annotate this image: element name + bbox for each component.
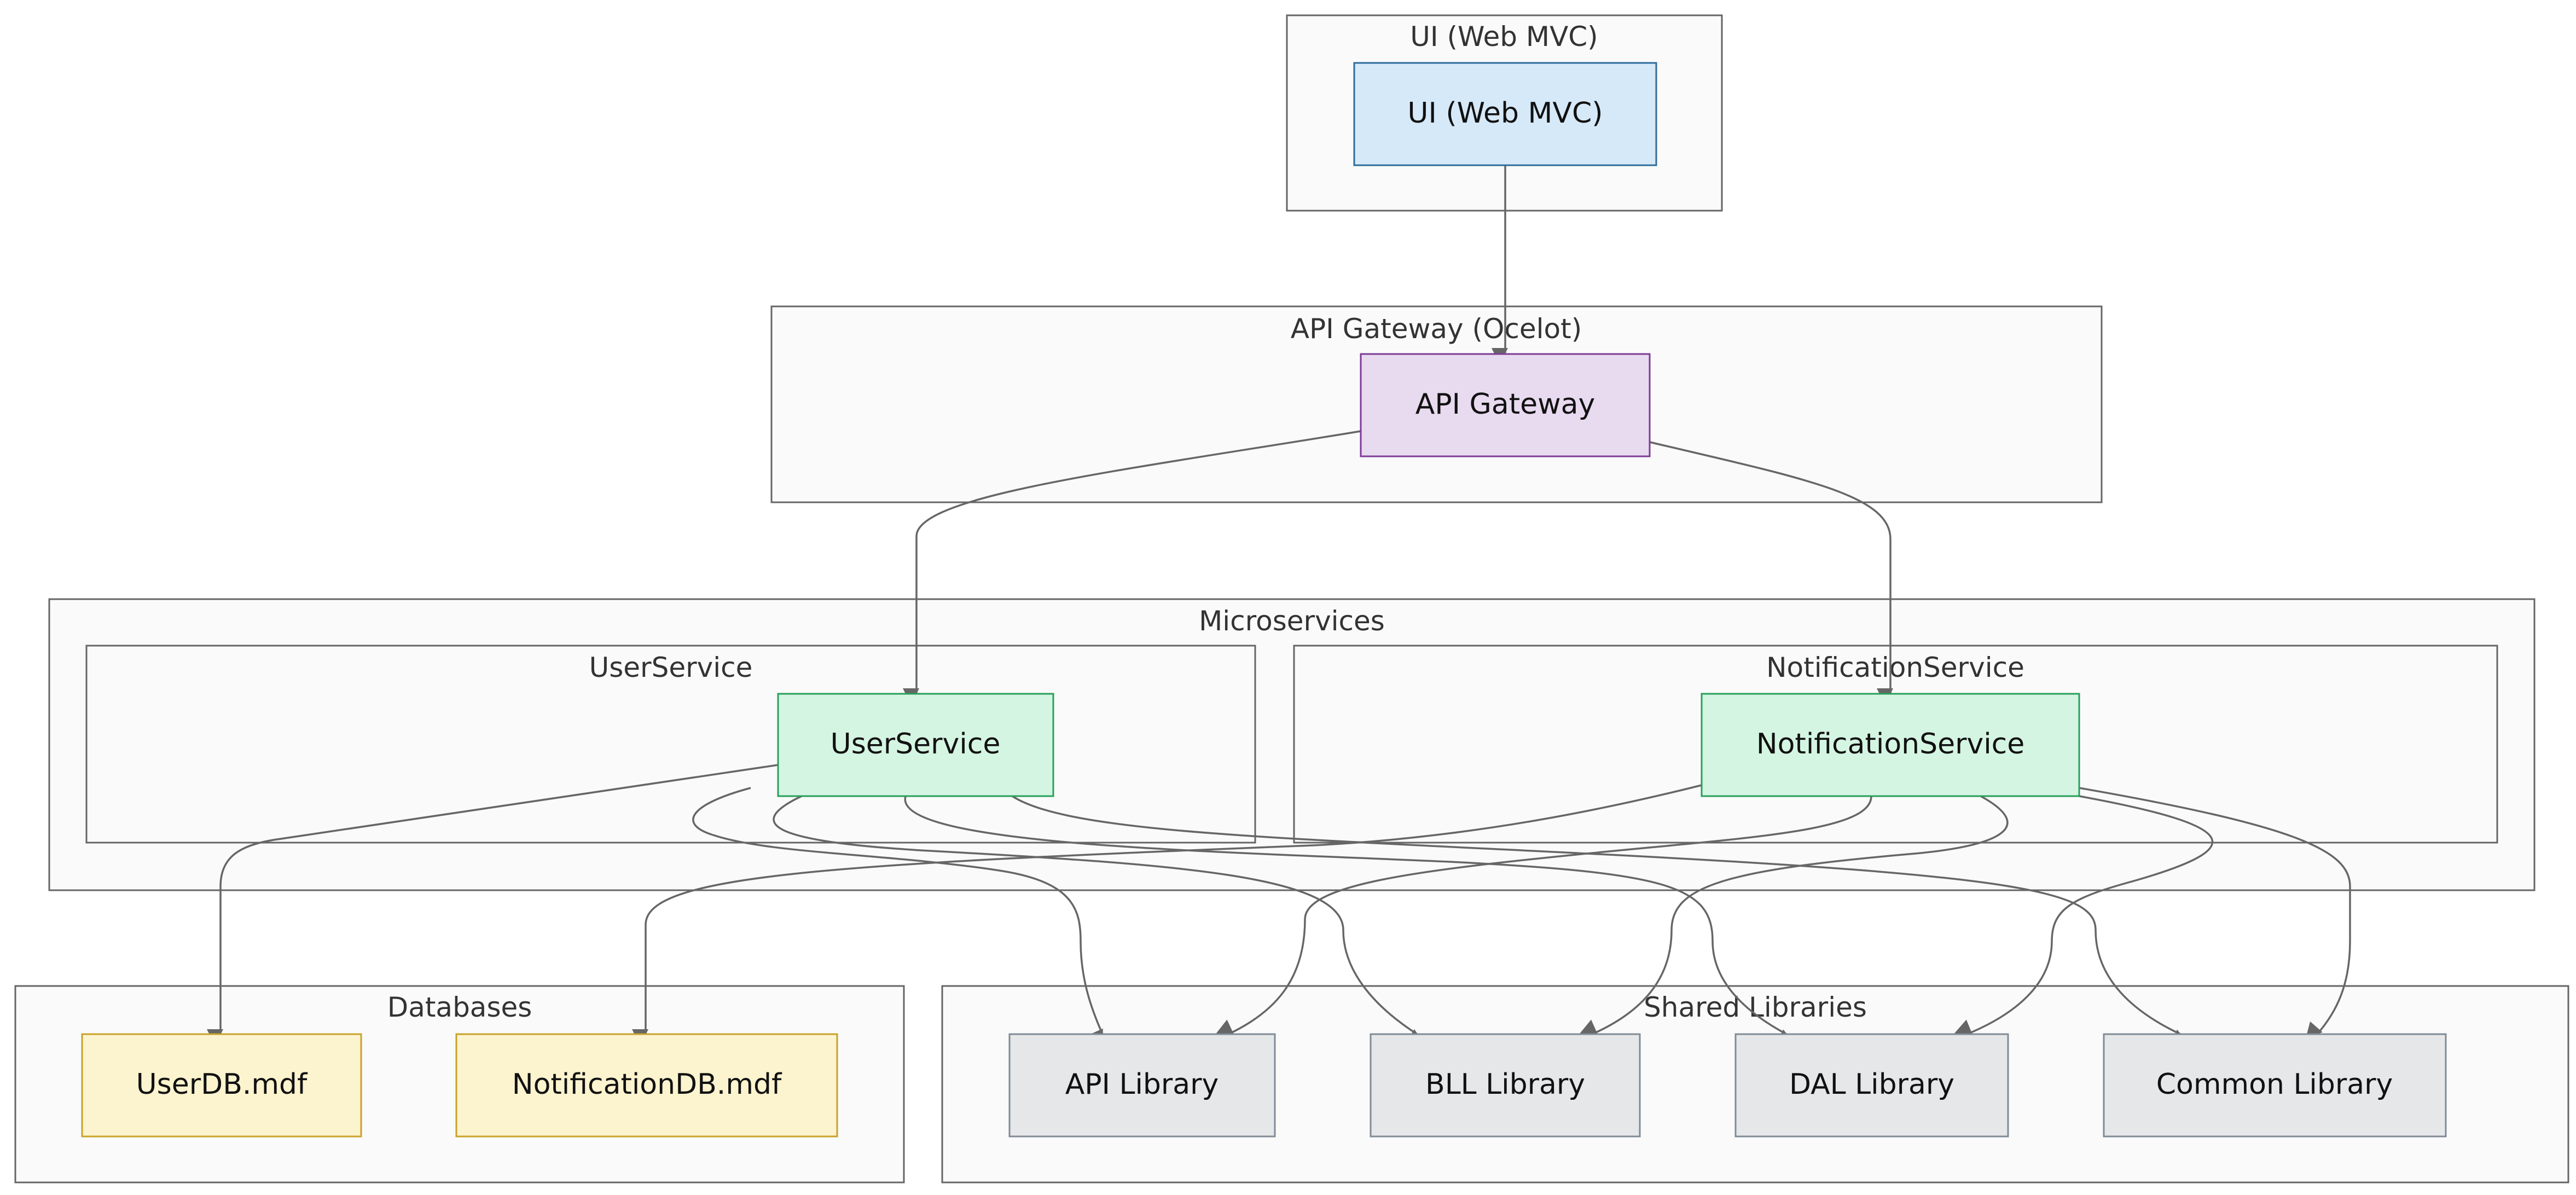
node-dal-library[interactable]: DAL Library — [1734, 1033, 2009, 1138]
edges — [207, 165, 2351, 1047]
cluster-userservice-label: UserService — [589, 652, 753, 683]
edge-gateway-to-notificationservice — [1649, 441, 1893, 705]
node-userdb-label: UserDB.mdf — [136, 1068, 308, 1101]
node-notificationservice-box — [1701, 693, 2080, 797]
node-notificationdb-box — [455, 1033, 838, 1138]
node-notificationdb[interactable]: NotificationDB.mdf — [455, 1033, 838, 1138]
cluster-notificationservice-label: NotificationService — [1766, 652, 2024, 683]
node-api-gateway-box — [1360, 353, 1651, 457]
cluster-userservice: UserService — [85, 645, 1256, 844]
node-userservice-label: UserService — [831, 728, 1001, 761]
node-notificationdb-label: NotificationDB.mdf — [512, 1068, 782, 1101]
edge-notificationservice-to-bll-library — [1579, 795, 2009, 1035]
edge-notificationservice-to-api-library — [1215, 796, 1872, 1035]
edge-userservice-to-userdb — [207, 764, 779, 1046]
edge-notificationservice-to-notificationdb — [632, 784, 1702, 1046]
node-notificationservice-label: NotificationService — [1756, 728, 2025, 761]
cluster-ui-label: UI (Web MVC) — [1410, 21, 1598, 53]
node-ui-web-mvc-box — [1353, 62, 1657, 166]
edge-notificationservice-to-dal-library — [1954, 795, 2214, 1035]
node-ui-web-mvc-label: UI (Web MVC) — [1407, 97, 1603, 130]
node-api-library-box — [1008, 1033, 1276, 1138]
edge-userservice-to-dal-library — [904, 796, 1794, 1045]
node-common-library-box — [2103, 1033, 2447, 1138]
node-bll-library[interactable]: BLL Library — [1370, 1033, 1641, 1138]
cluster-shared-libraries-label: Shared Libraries — [1644, 991, 1867, 1023]
edge-userservice-to-api-library — [692, 787, 1104, 1047]
node-common-library-label: Common Library — [2156, 1068, 2393, 1101]
node-userservice-box — [777, 693, 1054, 797]
node-userdb-box — [81, 1033, 362, 1138]
node-ui-web-mvc[interactable]: UI (Web MVC) — [1353, 62, 1657, 166]
node-common-library[interactable]: Common Library — [2103, 1033, 2447, 1138]
node-api-library[interactable]: API Library — [1008, 1033, 1276, 1138]
cluster-microservices-label: Microservices — [1199, 605, 1385, 637]
node-userdb[interactable]: UserDB.mdf — [81, 1033, 362, 1138]
node-dal-library-box — [1734, 1033, 2009, 1138]
node-api-gateway-label: API Gateway — [1415, 388, 1596, 421]
node-api-gateway[interactable]: API Gateway — [1360, 353, 1651, 457]
node-api-library-label: API Library — [1065, 1068, 1219, 1101]
node-bll-library-box — [1370, 1033, 1641, 1138]
edge-notificationservice-to-common-library — [2079, 787, 2351, 1040]
node-dal-library-label: DAL Library — [1789, 1068, 1954, 1101]
cluster-api-gateway-label: API Gateway (Ocelot) — [1291, 313, 1582, 345]
edge-gateway-to-userservice — [903, 430, 1361, 705]
edge-userservice-to-bll-library — [773, 795, 1424, 1045]
node-notificationservice[interactable]: NotificationService — [1701, 693, 2080, 797]
node-bll-library-label: BLL Library — [1425, 1068, 1585, 1101]
cluster-notificationservice: NotificationService — [1293, 645, 2498, 844]
edge-userservice-to-common-library — [1012, 795, 2189, 1045]
cluster-databases-label: Databases — [387, 991, 532, 1023]
node-userservice[interactable]: UserService — [777, 693, 1054, 797]
